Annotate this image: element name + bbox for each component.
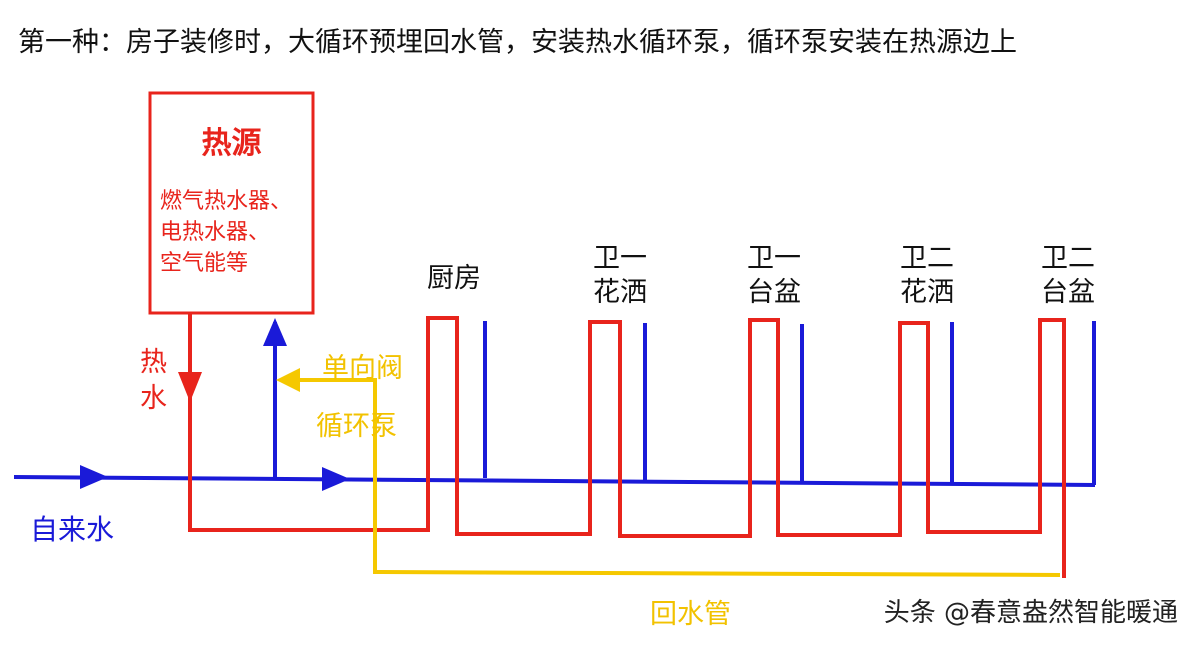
tap-water-arrow-1 [80, 465, 108, 489]
tap-water-arrow-2 [322, 467, 350, 491]
hot-water-label-2: 水 [140, 383, 167, 414]
tap-water-label: 自来水 [30, 513, 115, 546]
circulation-pump-label: 循环泵 [316, 411, 397, 442]
heat-source-title: 热源 [201, 126, 262, 161]
fixture-label-kitchen: 厨房 [414, 262, 494, 296]
check-valve-label: 单向阀 [322, 353, 403, 384]
fixture-label-bath2-basin: 卫二 台盆 [1028, 242, 1108, 310]
return-pipe [296, 378, 1061, 577]
hot-water-arrow-down [178, 372, 202, 402]
cold-water-main [13, 475, 1096, 487]
check-valve-arrow [276, 368, 300, 392]
heat-source-line-1: 燃气热水器、 [160, 189, 293, 214]
fixture-label-line1: 卫二 [1041, 243, 1095, 274]
hot-water-pipe [188, 313, 1066, 578]
fixture-label-line1: 卫一 [593, 243, 647, 274]
watermark: 头条 @春意盎然智能暖通 [883, 598, 1178, 628]
fixture-label-line2: 台盆 [1041, 277, 1095, 308]
fixture-label-bath1-shower: 卫一 花洒 [580, 242, 660, 310]
heat-source-box [148, 91, 315, 315]
fixture-label-line2: 花洒 [593, 277, 647, 308]
fixture-label-line1: 卫一 [747, 243, 801, 274]
fixture-label-bath1-basin: 卫一 台盆 [734, 242, 814, 310]
cold-inlet-arrow-up [263, 318, 287, 346]
heat-source-line-3: 空气能等 [160, 251, 249, 276]
heat-source-line-2: 电热水器、 [160, 220, 271, 245]
hot-water-label-1: 热 [140, 347, 167, 378]
return-pipe-label: 回水管 [650, 599, 731, 630]
fixture-label-line1: 厨房 [427, 263, 481, 294]
fixture-label-bath2-shower: 卫二 花洒 [887, 242, 967, 310]
fixture-label-line1: 卫二 [900, 243, 954, 274]
fixture-label-line2: 花洒 [900, 277, 954, 308]
page-title: 第一种：房子装修时，大循环预埋回水管，安装热水循环泵，循环泵安装在热源边上 [18, 27, 1017, 58]
fixture-label-line2: 台盆 [747, 277, 801, 308]
